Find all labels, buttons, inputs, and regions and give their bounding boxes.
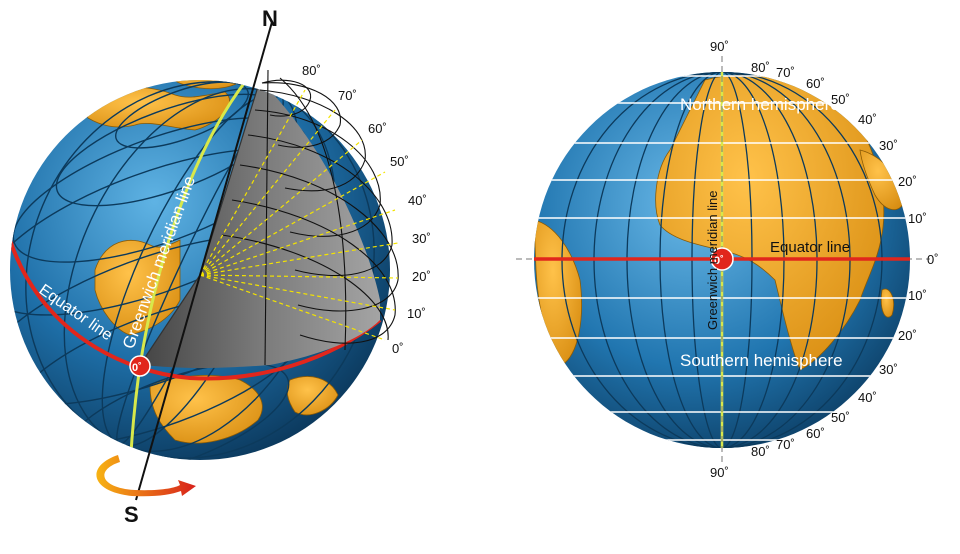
left-globe [10,21,399,501]
right-n-30: 30˚ [879,138,898,153]
left-lat-50: 50˚ [390,154,409,169]
left-land-east [286,376,339,416]
right-greenwich-label: Greenwich meridian line [705,191,720,330]
left-lat-70: 70˚ [338,88,357,103]
left-origin-marker [129,355,151,377]
right-n-40: 40˚ [858,112,877,127]
right-n-70: 70˚ [776,65,795,80]
right-globe [516,56,930,464]
right-s-50: 50˚ [831,410,850,425]
north-pole-label: N [262,6,278,31]
right-s-70: 70˚ [776,437,795,452]
left-lat-10: 10˚ [407,306,426,321]
south-pole-label: S [124,502,139,527]
right-equator-0-label: 0˚ [927,252,939,267]
left-greenwich-meridian [128,80,250,460]
right-north-latitude-labels: 80˚ 70˚ 60˚ 50˚ 40˚ 30˚ 20˚ 10˚ [751,60,927,226]
left-lat-30: 30˚ [412,231,431,246]
left-lat-60: 60˚ [368,121,387,136]
right-land-madagascar [880,288,895,318]
left-latitude-rays [199,89,399,341]
right-s-80: 80˚ [751,444,770,459]
left-lat-20: 20˚ [412,269,431,284]
right-top-90-label: 90˚ [710,39,729,54]
rotation-arrow-icon [96,455,196,497]
right-s-20: 20˚ [898,328,917,343]
right-n-60: 60˚ [806,76,825,91]
right-south-latitude-labels: 10˚ 20˚ 30˚ 40˚ 50˚ 60˚ 70˚ 80˚ [751,288,927,459]
right-s-40: 40˚ [858,390,877,405]
left-lat-0: 0˚ [392,341,404,356]
right-n-10: 10˚ [908,211,927,226]
right-origin-label: 0˚ [714,255,724,267]
right-s-60: 60˚ [806,426,825,441]
right-n-80: 80˚ [751,60,770,75]
right-n-50: 50˚ [831,92,850,107]
right-s-30: 30˚ [879,362,898,377]
northern-hemisphere-label: Northern hemisphere [680,95,840,114]
right-n-20: 20˚ [898,174,917,189]
left-equator-line [10,239,382,381]
right-origin-marker [710,247,734,271]
left-wireframe [221,69,399,366]
left-lat-80: 80˚ [302,63,321,78]
left-lat-40: 40˚ [408,193,427,208]
right-bottom-90-label: 90˚ [710,465,729,480]
left-latitude-labels: 80˚ 70˚ 60˚ 50˚ 40˚ 30˚ 20˚ 10˚ 0˚ [302,63,431,356]
right-s-10: 10˚ [908,288,927,303]
southern-hemisphere-label: Southern hemisphere [680,351,843,370]
left-rotation-axis [135,21,273,501]
right-equator-label: Equator line [770,239,850,256]
left-origin-label: 0˚ [132,362,142,374]
